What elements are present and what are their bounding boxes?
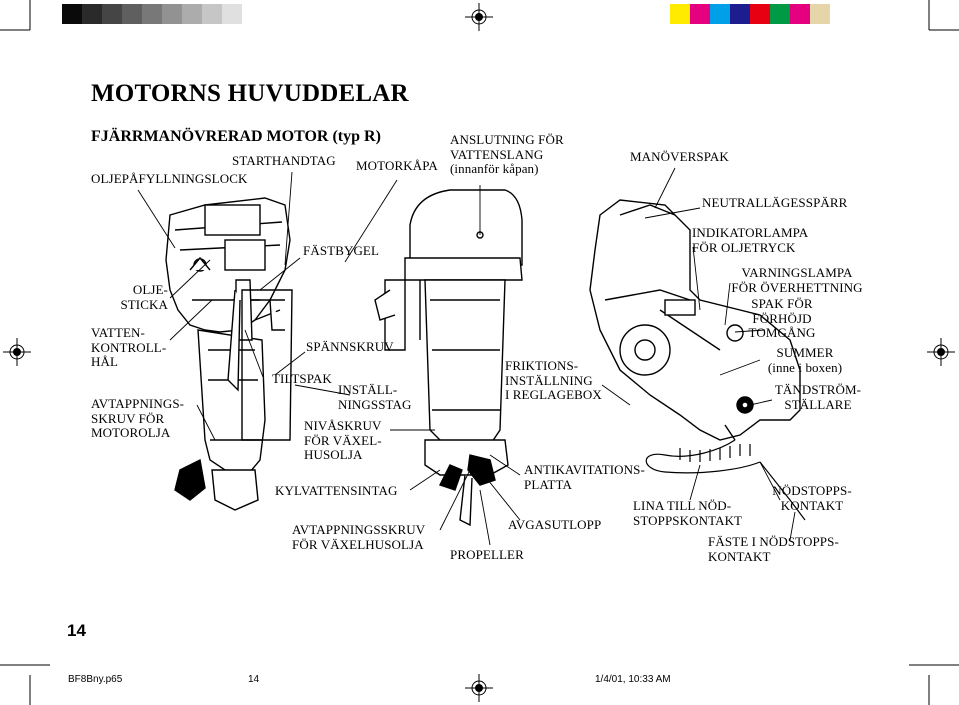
label-indikatorlampa: INDIKATORLAMPA FÖR OLJETRYCK — [692, 225, 809, 255]
outboard-motor-rear-view — [374, 189, 523, 527]
label-anslutning-vattenslang: ANSLUTNING FÖR VATTENSLANG (innanför kåp… — [450, 132, 564, 176]
label-propeller: PROPELLER — [450, 547, 524, 562]
label-neutrallagesparr: NEUTRALLÄGESSPÄRR — [702, 195, 848, 210]
registration-mark-bottom — [465, 674, 493, 702]
label-summer: SUMMER (inne i boxen) — [767, 345, 843, 375]
label-faste-nodstoppskontakt: FÄSTE I NÖDSTOPPS- KONTAKT — [708, 534, 839, 564]
grey-swatch — [222, 4, 242, 24]
label-nodstoppskontakt: NÖDSTOPPS- KONTAKT — [772, 483, 852, 513]
label-fastbygel: FÄSTBYGEL — [303, 243, 380, 258]
label-tandstromstallare: TÄNDSTRÖM- STÄLLARE — [774, 382, 862, 412]
grey-swatch — [162, 4, 182, 24]
emergency-stop-lanyard — [645, 439, 806, 521]
label-avtappningsskruv-motorolja: AVTAPPNINGS- SKRUV FÖR MOTOROLJA — [91, 396, 185, 440]
page-number: 14 — [67, 621, 86, 640]
color-swatch — [690, 4, 710, 24]
label-lina-nodstoppskontakt: LINA TILL NÖD- STOPPSKONTAKT — [633, 498, 743, 528]
label-oljesticka: OLJE- STICKA — [120, 282, 168, 312]
color-swatch — [670, 4, 690, 24]
registration-mark-top — [465, 3, 493, 31]
label-spannskruv: SPÄNNSKRUV — [306, 339, 394, 354]
footer-page: 14 — [248, 674, 260, 685]
label-spak-forhojd-tomgang: SPAK FÖR FÖRHÖJD TOMGÅNG — [748, 296, 816, 340]
label-vattenkontrollhal: VATTEN- KONTROLL- HÅL — [91, 325, 167, 369]
page-title: MOTORNS HUVUDDELAR — [91, 80, 409, 107]
label-avtappningsskruv-vaxelhusolja: AVTAPPNINGSSKRUV FÖR VÄXELHUSOLJA — [292, 522, 426, 552]
label-varningslampa: VARNINGSLAMPA FÖR ÖVERHETTNING — [731, 265, 863, 295]
color-swatch — [730, 4, 750, 24]
registration-mark-right — [927, 338, 955, 366]
color-swatch — [770, 4, 790, 24]
grey-swatch — [122, 4, 142, 24]
label-motorkapa: MOTORKÅPA — [356, 158, 438, 173]
label-oljepafyllningslock: OLJEPÅFYLLNINGSLOCK — [91, 171, 248, 186]
page-subtitle: FJÄRRMANÖVRERAD MOTOR (typ R) — [91, 128, 381, 145]
label-avgasutlopp: AVGASUTLOPP — [508, 517, 602, 532]
label-installningsstag: INSTÄLL- NINGSSTAG — [338, 382, 412, 412]
label-manoverspak: MANÖVERSPAK — [630, 149, 729, 164]
footer-filename: BF8Bny.p65 — [68, 674, 123, 685]
grey-swatch — [102, 4, 122, 24]
label-friktionsinstallning: FRIKTIONS- INSTÄLLNING I REGLAGEBOX — [505, 358, 602, 402]
grey-swatch — [142, 4, 162, 24]
label-nivaskruv-vaxelhusolja: NIVÅSKRUV FÖR VÄXEL- HUSOLJA — [304, 418, 382, 462]
registration-mark-left — [3, 338, 31, 366]
color-swatch — [750, 4, 770, 24]
outboard-motor-side-view — [165, 197, 293, 511]
color-swatch — [710, 4, 730, 24]
color-swatch — [810, 4, 830, 24]
label-kylvattensintag: KYLVATTENSINTAG — [275, 483, 398, 498]
footer-timestamp: 1/4/01, 10:33 AM — [595, 674, 671, 685]
grey-swatch — [182, 4, 202, 24]
remote-control-box — [589, 199, 801, 441]
grey-swatch — [82, 4, 102, 24]
label-antikavitationsplatta: ANTIKAVITATIONS- PLATTA — [524, 462, 645, 492]
leader-lines — [137, 167, 796, 546]
color-swatch — [790, 4, 810, 24]
label-tiltspak: TILTSPAK — [272, 371, 332, 386]
grey-swatch — [62, 4, 82, 24]
grey-swatch — [202, 4, 222, 24]
label-starthandtag: STARTHANDTAG — [232, 153, 336, 168]
